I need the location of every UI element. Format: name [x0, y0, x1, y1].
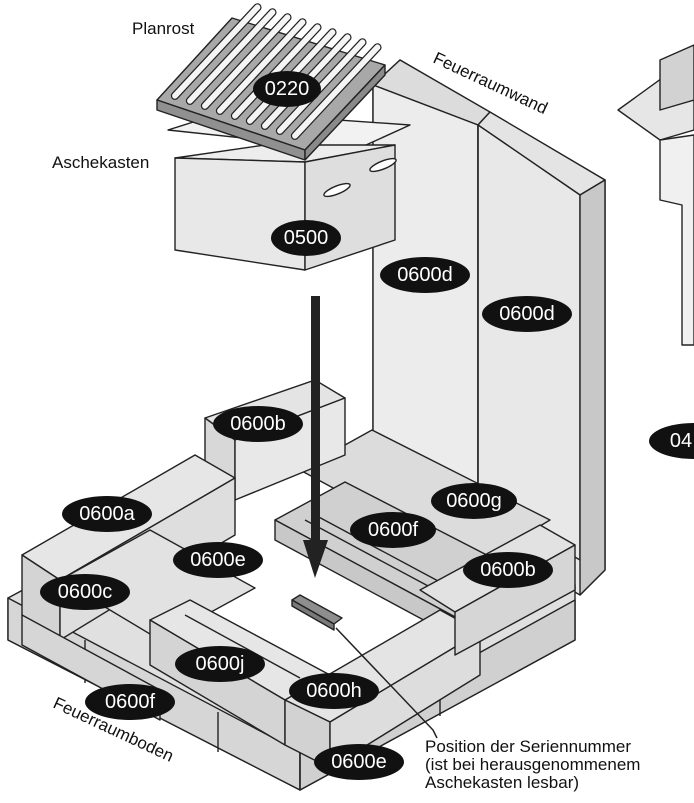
- svg-text:0600b: 0600b: [230, 413, 286, 435]
- badge-0600j: 0600j: [175, 646, 265, 682]
- badge-0600a: 0600a: [62, 496, 152, 532]
- svg-text:0600c: 0600c: [58, 581, 113, 603]
- badge-0600g: 0600g: [431, 483, 517, 519]
- badge-0600b-top: 0600b: [213, 406, 303, 442]
- svg-text:0600a: 0600a: [79, 503, 135, 525]
- insertion-arrow: [303, 296, 328, 578]
- badge-0600f-bottom: 0600f: [85, 684, 175, 720]
- svg-text:0600b: 0600b: [480, 559, 536, 581]
- svg-text:0500: 0500: [284, 227, 329, 249]
- svg-text:0600g: 0600g: [446, 490, 502, 512]
- badge-0600b-right: 0600b: [463, 552, 553, 588]
- svg-text:0600e: 0600e: [331, 751, 387, 773]
- label-planrost: Planrost: [132, 19, 195, 38]
- serial-number-tag: [291, 594, 343, 631]
- svg-text:0600e: 0600e: [190, 549, 246, 571]
- badge-0600c: 0600c: [40, 574, 130, 610]
- badge-0600d-right: 0600d: [482, 296, 572, 332]
- badge-0600e-inner: 0600e: [173, 542, 263, 578]
- serial-leader-line: [335, 627, 438, 739]
- badge-0600e-bottom: 0600e: [314, 744, 404, 780]
- svg-text:0220: 0220: [265, 78, 310, 100]
- label-serial-line1: Position der Seriennummer: [425, 737, 631, 756]
- label-serial-line2: (ist bei herausgenommenem: [425, 755, 640, 774]
- label-aschekasten: Aschekasten: [52, 153, 149, 172]
- svg-text:0600h: 0600h: [306, 680, 362, 702]
- adjacent-part-cutoff: [617, 44, 694, 346]
- badge-04-cutoff: 04: [649, 423, 694, 459]
- label-serial-line3: Aschekasten lesbar): [425, 773, 579, 792]
- svg-text:0600d: 0600d: [499, 303, 555, 325]
- svg-text:0600j: 0600j: [196, 653, 245, 675]
- svg-text:04: 04: [670, 430, 692, 452]
- svg-text:0600f: 0600f: [105, 691, 155, 713]
- badge-0500: 0500: [271, 220, 341, 256]
- badge-0600d-left: 0600d: [380, 257, 470, 293]
- badge-0600f-center: 0600f: [350, 512, 436, 548]
- badge-0220: 0220: [253, 71, 321, 107]
- badge-0600h: 0600h: [289, 673, 379, 709]
- svg-text:0600d: 0600d: [397, 264, 453, 286]
- svg-text:0600f: 0600f: [368, 519, 418, 541]
